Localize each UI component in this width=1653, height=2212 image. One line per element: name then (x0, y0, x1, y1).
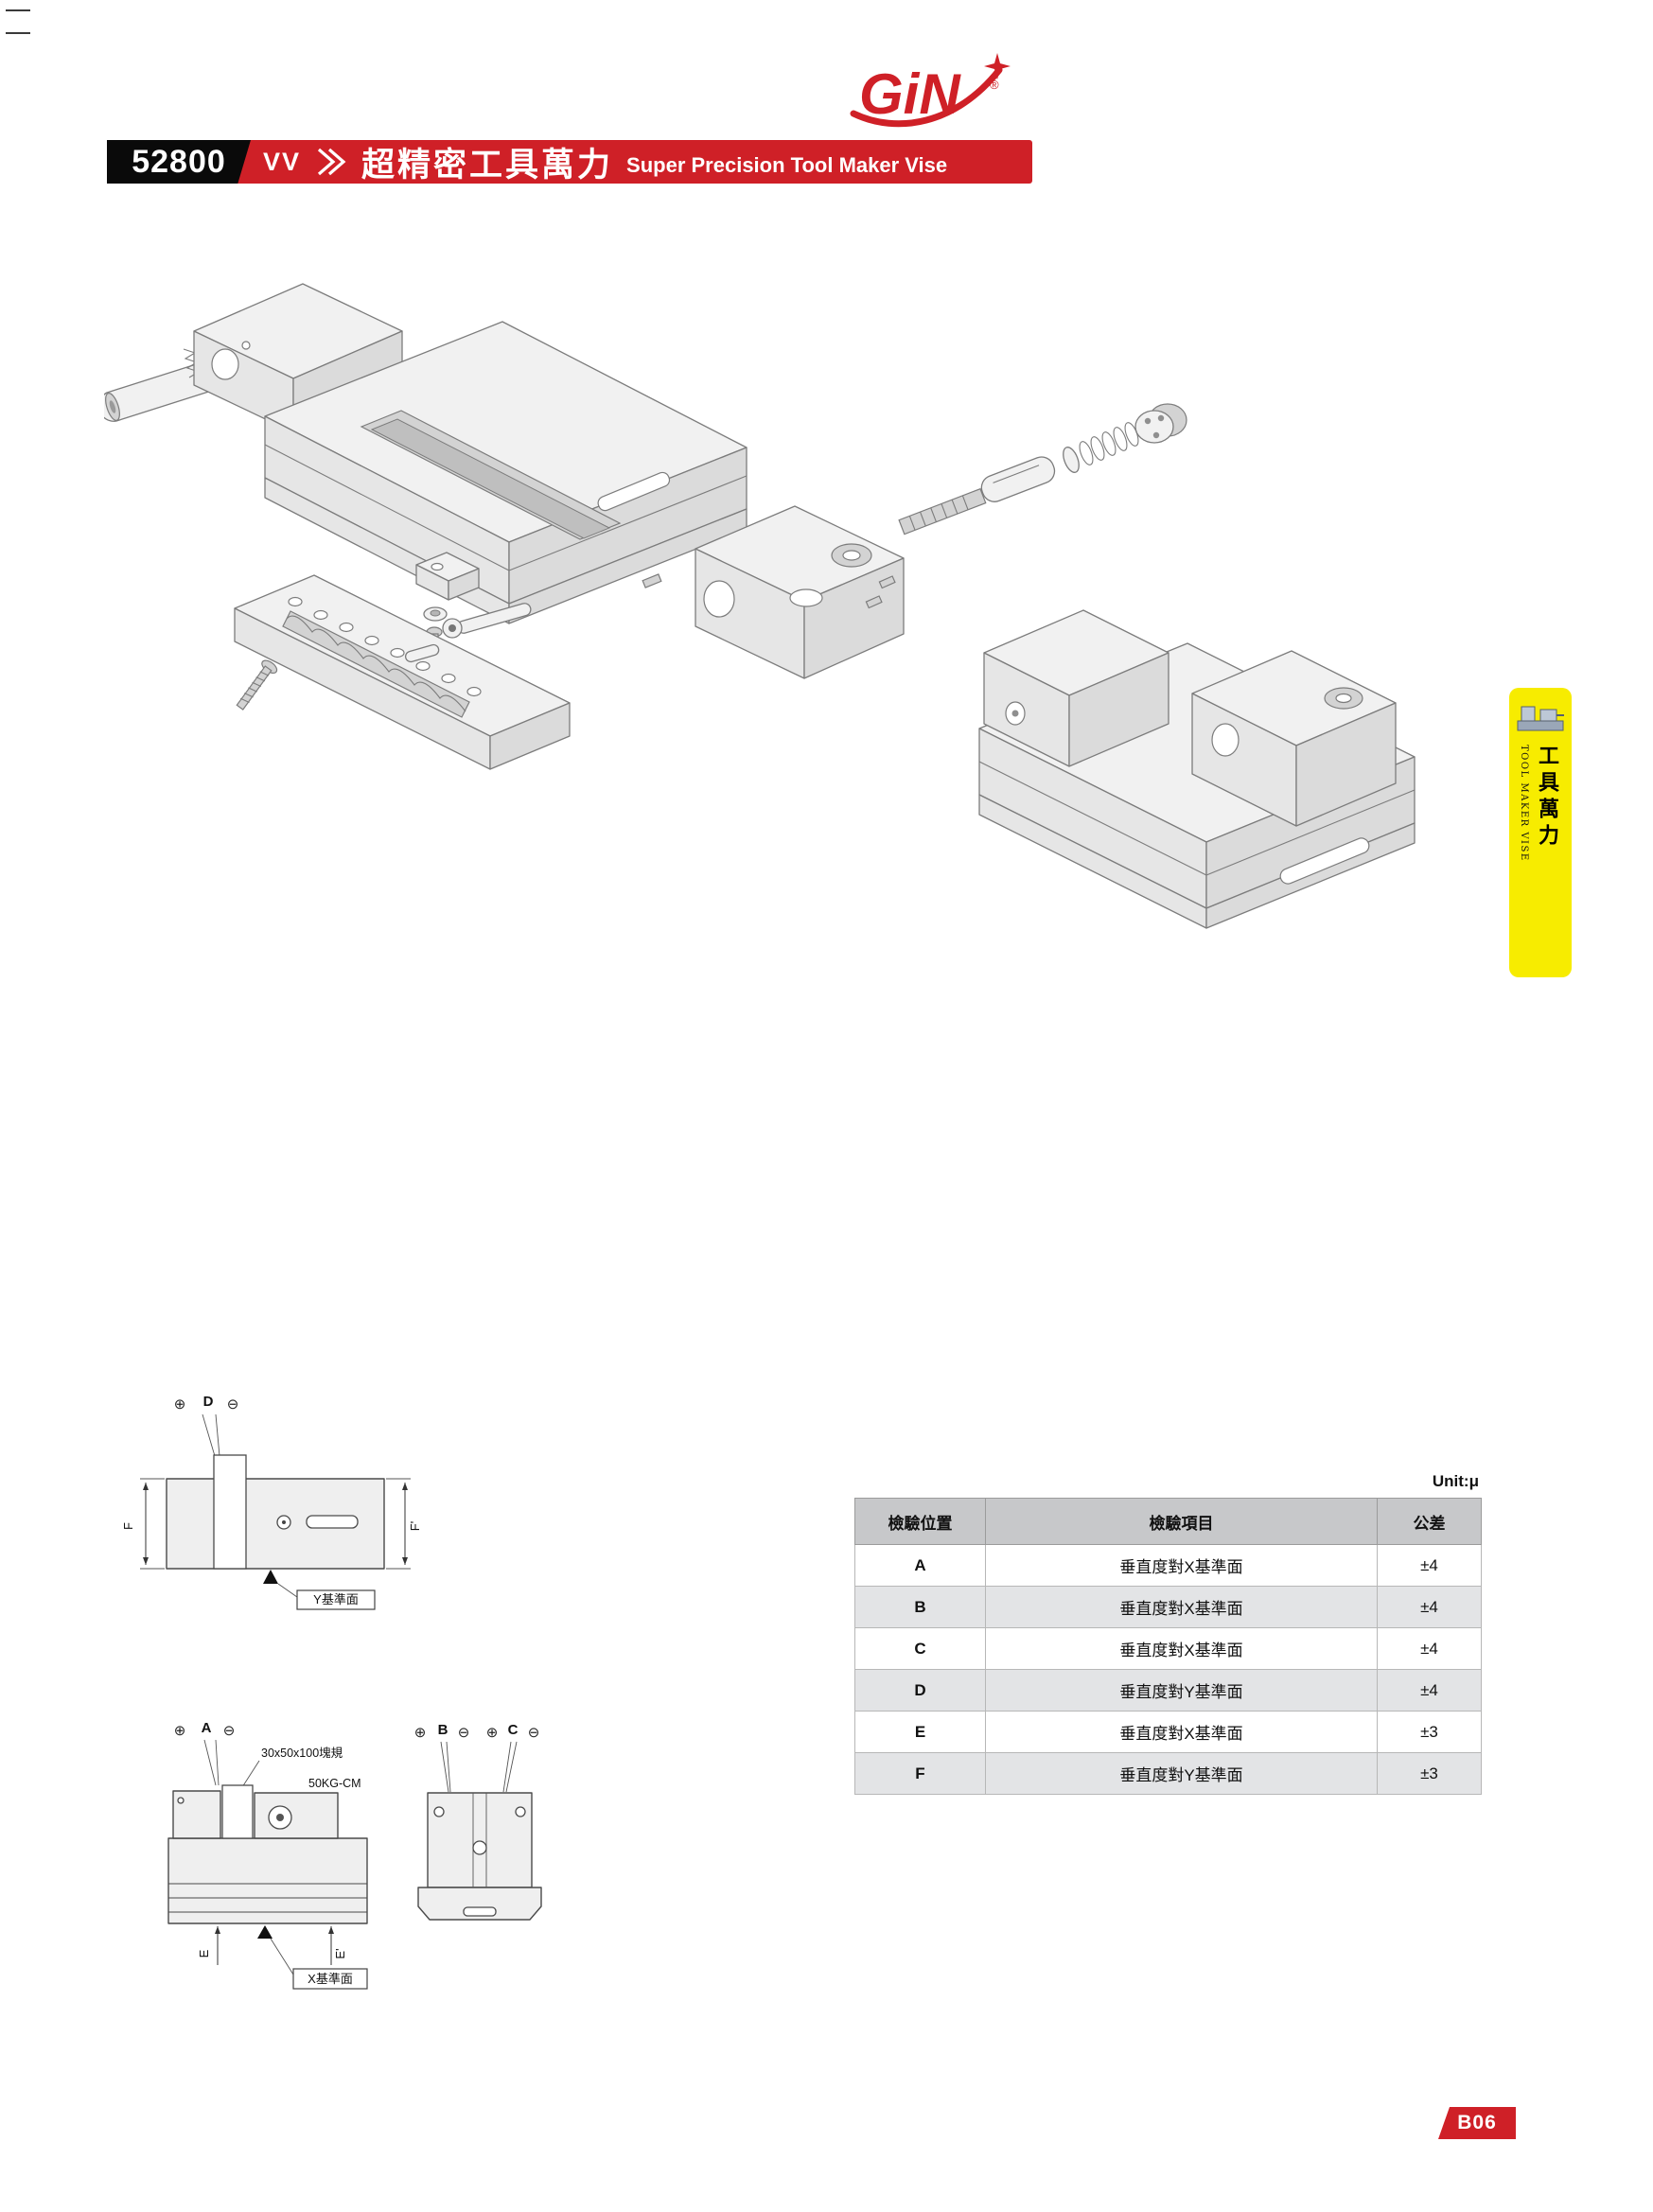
table-row: F 垂直度對Y基準面 ±3 (854, 1752, 1482, 1795)
page-title-zh: 超精密工具萬力 (361, 146, 614, 184)
brand-logo: GiN ® (850, 53, 1011, 128)
gauge-block-note: 30x50x100塊規 (261, 1746, 343, 1760)
col-header-position: 檢驗位置 (854, 1498, 986, 1545)
dimension-label-e: E (197, 1949, 211, 1957)
table-row: E 垂直度對X基準面 ±3 (854, 1711, 1482, 1753)
torque-note: 50KG-CM (308, 1777, 361, 1790)
ball-handle (442, 603, 532, 639)
cell-tolerance: ±4 (1377, 1669, 1482, 1712)
table-row: B 垂直度對X基準面 ±4 (854, 1586, 1482, 1628)
cell-position: C (854, 1627, 986, 1670)
cell-position: A (854, 1544, 986, 1587)
cell-tolerance: ±4 (1377, 1586, 1482, 1628)
dimension-label-f-prime: F' (408, 1521, 422, 1531)
datum-triangle-icon (263, 1570, 278, 1584)
rack-plate (234, 574, 571, 770)
table-row: A 垂直度對X基準面 ±4 (854, 1544, 1482, 1587)
diagram-side-view-a: ⊕ A ⊖ 30x50x100塊規 50KG-CM E E' X基準面 (167, 1720, 368, 1990)
table-row: C 垂直度對X基準面 ±4 (854, 1627, 1482, 1670)
registration-mark (6, 9, 30, 11)
side-tab-label-en: TOOL MAKER VISE (1519, 745, 1529, 862)
inspection-spec: Unit:μ 檢驗位置 檢驗項目 公差 A 垂直度對X基準面 ±4 B 垂直度對… (854, 1472, 1482, 1795)
pin (404, 643, 440, 663)
cell-position: E (854, 1711, 986, 1753)
check-point-b-label: B (438, 1722, 448, 1738)
diagram-front-view-bc: ⊕ B ⊖ ⊕ C ⊖ (414, 1722, 542, 1921)
cell-tolerance: ±3 (1377, 1711, 1482, 1753)
plus-tolerance-symbol: ⊕ (486, 1725, 499, 1741)
plus-tolerance-symbol: ⊕ (174, 1396, 186, 1413)
minus-tolerance-symbol: ⊖ (528, 1725, 540, 1741)
cell-item: 垂直度對Y基準面 (985, 1752, 1378, 1795)
registered-mark: ® (990, 78, 999, 92)
plus-tolerance-symbol: ⊕ (414, 1725, 427, 1741)
cell-tolerance: ±3 (1377, 1752, 1482, 1795)
side-tab: TOOL MAKER VISE 工具萬力 (1509, 688, 1572, 977)
minus-tolerance-symbol: ⊖ (227, 1396, 239, 1413)
diagram-side-view-d: ⊕ D ⊖ F F' Y基準面 (121, 1394, 422, 1610)
logo-text: GiN (859, 62, 961, 126)
lead-screw-assembly (898, 403, 1187, 535)
exploded-view-drawing (104, 283, 1416, 929)
page-number-badge: B06 (1438, 2107, 1516, 2139)
plus-tolerance-symbol: ⊕ (174, 1723, 186, 1739)
cell-position: B (854, 1586, 986, 1628)
cell-item: 垂直度對X基準面 (985, 1627, 1378, 1670)
slide-block-assembled (1191, 650, 1397, 827)
cell-item: 垂直度對Y基準面 (985, 1669, 1378, 1712)
registration-mark (6, 32, 30, 34)
cell-item: 垂直度對X基準面 (985, 1586, 1378, 1628)
logo-star-icon (984, 53, 1011, 79)
table-header-row: 檢驗位置 檢驗項目 公差 (854, 1498, 1482, 1545)
minus-tolerance-symbol: ⊖ (458, 1725, 470, 1741)
col-header-tolerance: 公差 (1377, 1498, 1482, 1545)
datum-label-y: Y基準面 (313, 1592, 359, 1606)
dimension-label-f: F (121, 1522, 135, 1530)
cell-position: F (854, 1752, 986, 1795)
cell-tolerance: ±4 (1377, 1544, 1482, 1587)
chevron-icon (317, 148, 346, 176)
assembled-vise (978, 609, 1416, 929)
cell-item: 垂直度對X基準面 (985, 1544, 1378, 1587)
datum-label-x: X基準面 (308, 1972, 353, 1986)
cell-position: D (854, 1669, 986, 1712)
check-point-a-label: A (202, 1720, 212, 1736)
dimension-label-e-prime: E' (333, 1948, 347, 1958)
side-tab-label-zh: 工具萬力 (1536, 745, 1559, 851)
cell-tolerance: ±4 (1377, 1627, 1482, 1670)
model-number: 52800 (107, 140, 251, 184)
vise-thumbnail-icon (1517, 706, 1564, 731)
fixed-jaw-block (983, 609, 1169, 767)
datum-triangle-icon (257, 1925, 273, 1939)
flat-head-screw (236, 659, 278, 711)
check-point-d-label: D (203, 1394, 214, 1410)
page-title-en: Super Precision Tool Maker Vise (626, 153, 948, 177)
coil-spring (1079, 422, 1139, 465)
slide-unit-block (695, 505, 905, 679)
table-row: D 垂直度對Y基準面 ±4 (854, 1669, 1482, 1712)
set-screw (642, 573, 662, 588)
minus-tolerance-symbol: ⊖ (223, 1723, 236, 1739)
cell-item: 垂直度對X基準面 (985, 1711, 1378, 1753)
series-code: VV (263, 147, 302, 176)
check-point-c-label: C (508, 1722, 519, 1738)
header-bar: VV 超精密工具萬力 Super Precision Tool Maker Vi… (237, 140, 1032, 184)
knurled-knob (1134, 403, 1187, 444)
inspection-table: 檢驗位置 檢驗項目 公差 A 垂直度對X基準面 ±4 B 垂直度對X基準面 ±4… (854, 1498, 1482, 1795)
col-header-item: 檢驗項目 (985, 1498, 1378, 1545)
logo-swoosh-icon (850, 66, 1003, 128)
unit-label: Unit:μ (1432, 1472, 1479, 1490)
